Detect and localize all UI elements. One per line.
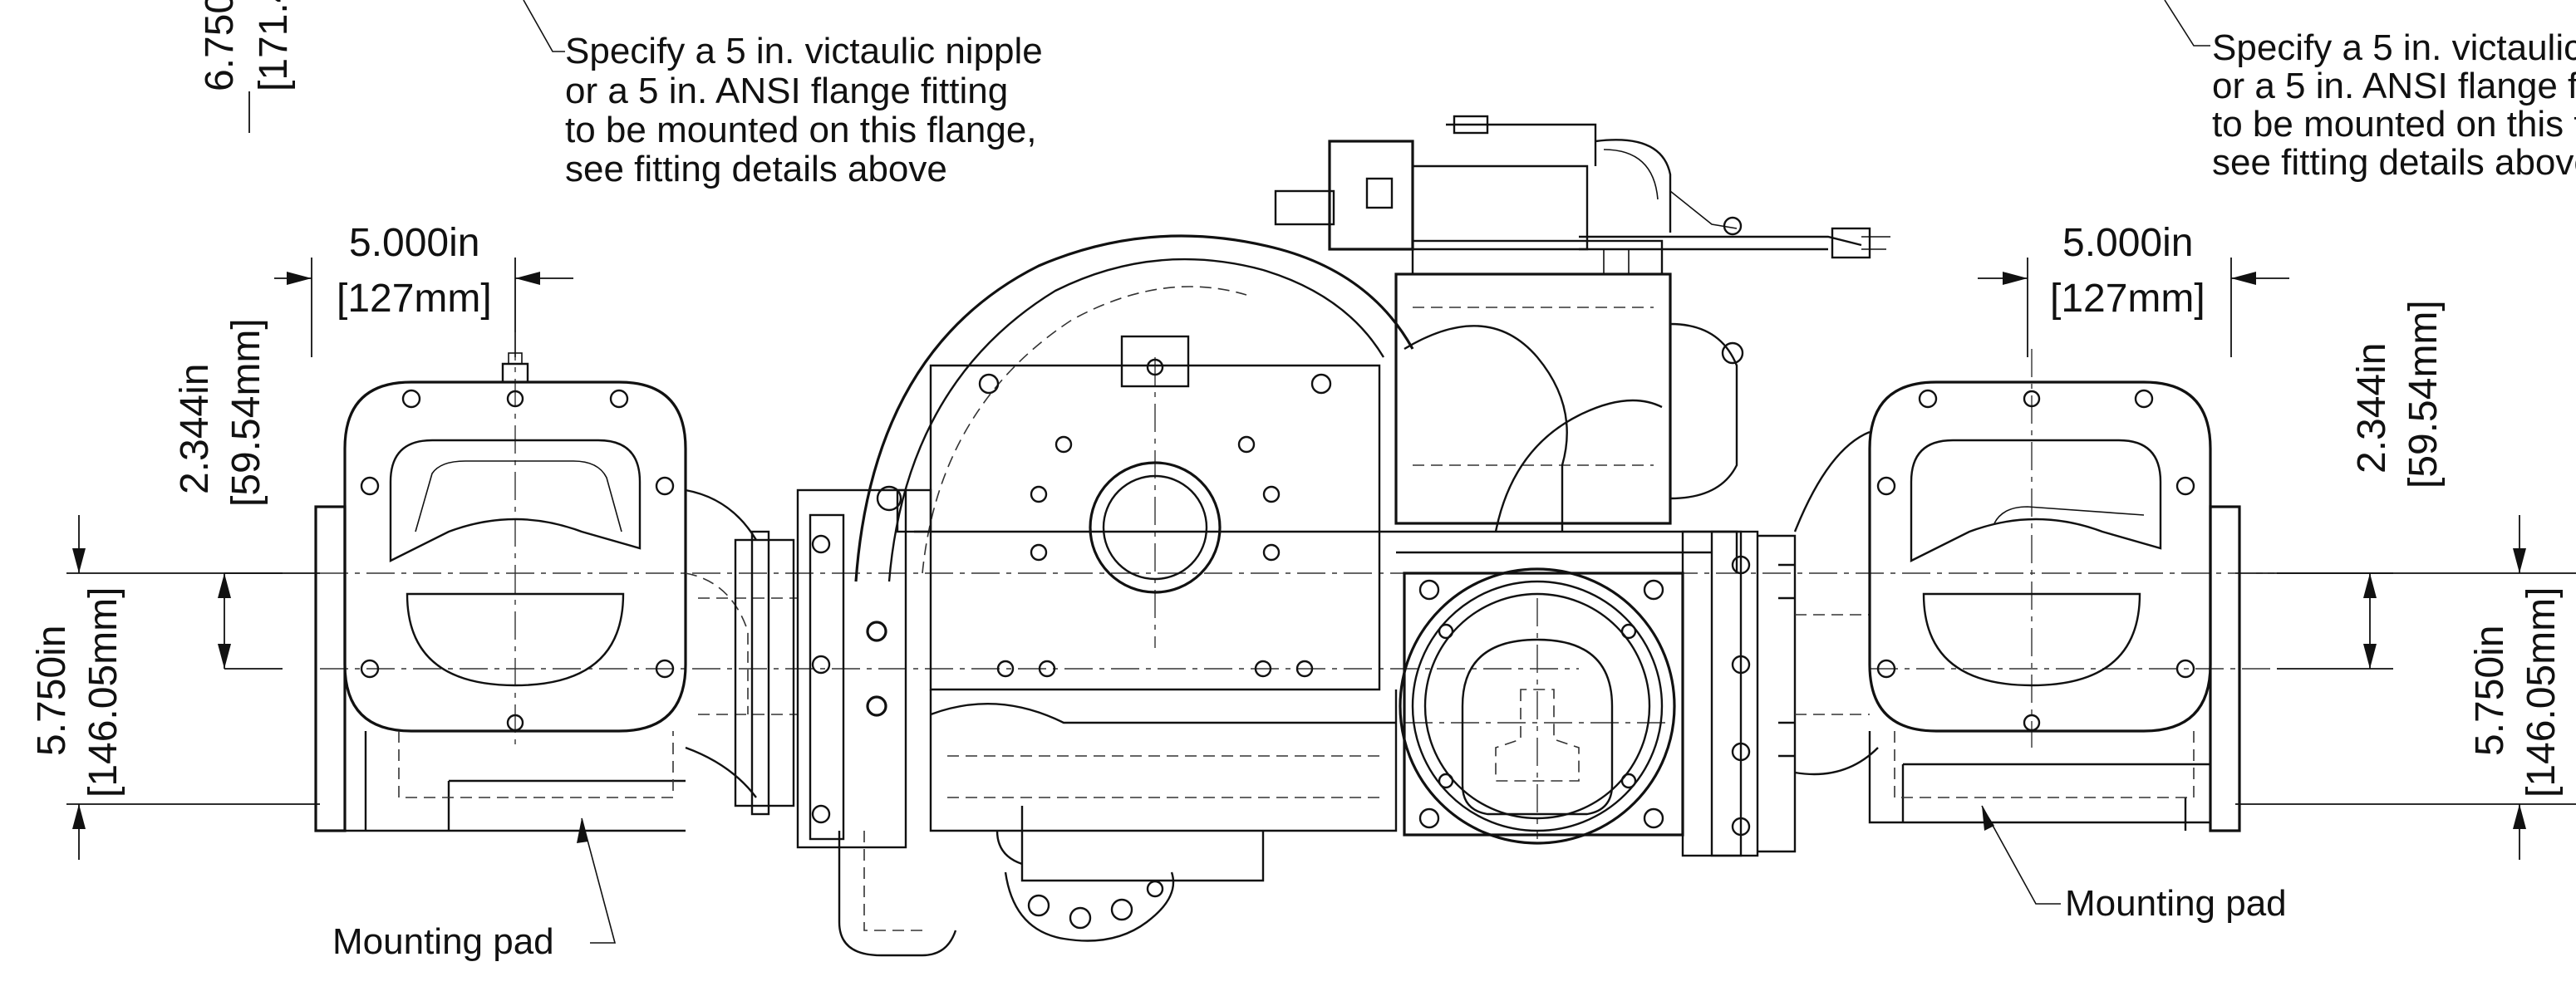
left-transition (685, 488, 798, 816)
dimension-width-right: 5.000in [127mm] (1978, 221, 2289, 357)
left-outlet-flange (314, 352, 749, 832)
dimension-top-left-partial: 6.750in [171.45mm] (198, 0, 296, 133)
dim-width-right-in: 5.000in (2062, 221, 2193, 265)
actuator-assembly (1274, 115, 1890, 532)
dim-offset-left-in: 2.344in (173, 364, 217, 494)
left-flange-port-upper (389, 439, 642, 562)
dim-top-left-mm: [171.45mm] (252, 0, 296, 91)
center-pump-body (796, 234, 1414, 882)
right-outlet-flange (1793, 380, 2241, 832)
dimension-height-left: 5.750in [146.05mm] (30, 515, 320, 860)
note-mounting-pad-right: Mounting pad (1981, 805, 2287, 924)
left-flange-bolt (401, 389, 421, 409)
dimension-height-right: 5.750in [146.05mm] (2235, 515, 2576, 860)
actuator-housing (1394, 272, 1672, 525)
note-top-right-line-1: Specify a 5 in. victaulic nipple (2212, 27, 2576, 68)
dim-offset-right-mm: [59.54mm] (2401, 300, 2446, 488)
note-top-right-line-2: or a 5 in. ANSI flange fitting (2212, 66, 2576, 106)
dim-offset-right-in: 2.344in (2350, 343, 2394, 474)
note-top-left-line-2: or a 5 in. ANSI flange fitting (565, 71, 1008, 111)
dimension-offset-right: 2.344in [59.54mm] (2277, 300, 2446, 670)
dim-top-left-in: 6.750in (198, 0, 242, 91)
dim-height-left-mm: [146.05mm] (81, 587, 125, 797)
note-mounting-pad-right-text: Mounting pad (2065, 883, 2287, 924)
note-top-left-line-3: to be mounted on this flange, (565, 110, 1037, 150)
note-top-right-line-4: see fitting details above (2212, 142, 2576, 183)
note-top-right-line-3: to be mounted on this flange, (2212, 104, 2576, 145)
dimension-width-left: 5.000in [127mm] (274, 221, 573, 357)
dim-height-right-in: 5.750in (2468, 626, 2512, 756)
note-mounting-pad-left: Mounting pad (332, 817, 617, 962)
dim-width-left-mm: [127mm] (337, 277, 492, 321)
dim-height-right-mm: [146.05mm] (2519, 587, 2564, 797)
note-mounting-pad-left-text: Mounting pad (332, 921, 554, 962)
dim-height-left-in: 5.750in (30, 626, 74, 756)
left-flange-port-lower (406, 592, 625, 687)
note-top-left-line-1: Specify a 5 in. victaulic nipple (565, 31, 1043, 71)
dimension-offset-left: 2.344in [59.54mm] (173, 318, 283, 670)
suction-port (1396, 530, 1797, 857)
bottom-drain-boss (838, 831, 1175, 957)
actuator-motor (1328, 140, 1414, 251)
dim-offset-left-mm: [59.54mm] (224, 318, 268, 507)
right-flange-face (2209, 505, 2241, 832)
suction-port-ring (1399, 567, 1676, 845)
pump-housing-block (929, 364, 1381, 691)
note-top-left-line-4: see fitting details above (565, 149, 947, 189)
note-top-left: Specify a 5 in. victaulic nipple or a 5 … (523, 0, 1043, 189)
centerlines (320, 332, 2277, 839)
volute-arc (854, 234, 1414, 582)
note-top-right: Specify a 5 in. victaulic nipple or a 5 … (2164, 0, 2576, 183)
dim-width-left-in: 5.000in (349, 221, 479, 265)
dim-width-right-mm: [127mm] (2050, 277, 2205, 321)
left-flange-plate (343, 380, 687, 733)
pump-shaft-bore (1089, 461, 1222, 594)
